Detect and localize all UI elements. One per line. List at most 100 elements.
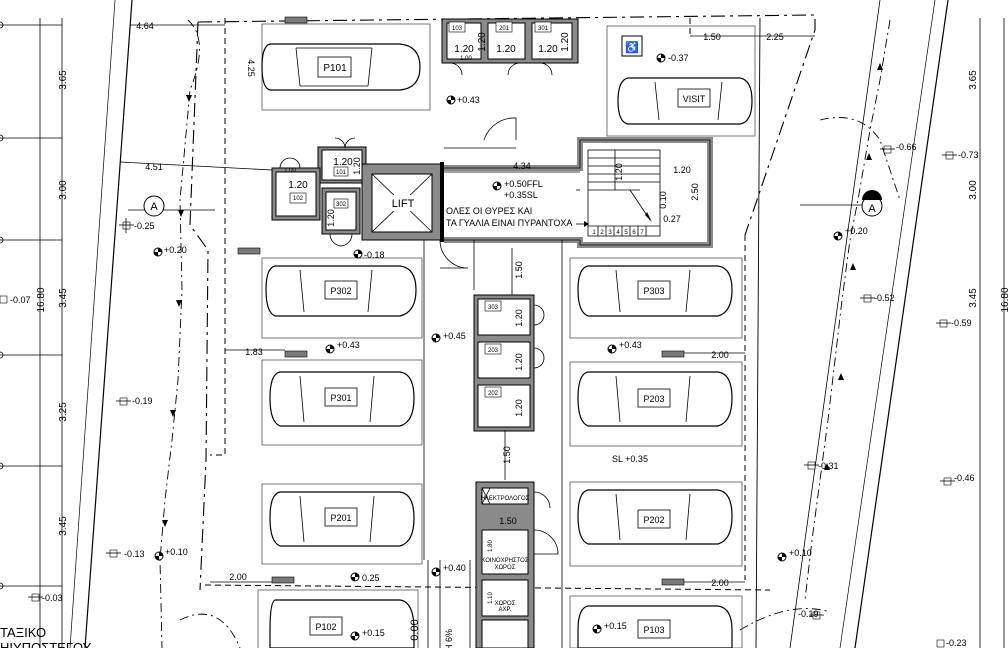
svg-text:-0.19: -0.19 [798, 609, 819, 619]
dim-stair-010: 0.10 [658, 191, 668, 209]
dim-102-w: 1.20 [288, 180, 308, 191]
parking-bay-p301: P301 [261, 359, 423, 446]
svg-text:-0.52: -0.52 [874, 293, 895, 303]
svg-text:-0.23: -0.23 [946, 638, 967, 648]
level-ffl: +0.50FFL [504, 179, 543, 189]
drainage-lines [159, 19, 901, 648]
level-marker: -0.66 [880, 142, 917, 154]
dim-103-h: 1.20 [477, 32, 488, 52]
svg-text:-0.19: -0.19 [132, 396, 153, 406]
svg-text:-0.07: -0.07 [10, 295, 31, 305]
right-dimension-chain: 3.65 3.00 3.45 16.80 [968, 18, 1008, 648]
stair-step-4: 4 [616, 230, 620, 236]
right-dim-2: 3.00 [968, 180, 979, 200]
dim-stair-1: 1.20 [614, 163, 624, 181]
svg-text:+0.43: +0.43 [619, 340, 642, 350]
parking-label-p103: P103 [643, 625, 664, 635]
parking-bay-p202: P202 [569, 481, 743, 567]
dim-150-a: 1.50 [703, 32, 721, 42]
elec-room-label: ΗΛΕΚΤΡΟΛΟΓΟΣ [481, 496, 530, 502]
level-marker: -0.19 [798, 609, 824, 620]
left-dimension-chain: 3.65 3.00 3.45 3.25 3.45 16.80 [0, 18, 69, 648]
level-marker: -0.03 [28, 593, 63, 603]
level-marker: -0.46 [940, 473, 975, 486]
parking-label-visit: VISIT [683, 94, 706, 104]
core-block: LIFT [361, 117, 713, 248]
dim-110: 1.10 [488, 592, 494, 604]
dim-200-a: 2.00 [711, 350, 729, 360]
svg-text:+0.43: +0.43 [457, 95, 480, 105]
level-marker: +0.45 [431, 331, 466, 343]
level-marker: +0.10 [154, 547, 188, 561]
svg-text:-0.37: -0.37 [668, 53, 689, 63]
road-lines [69, 0, 949, 648]
dim-301-h: 1.20 [560, 32, 571, 52]
parking-bay-p102: P102 [257, 589, 419, 648]
storage-201-label: 201 [499, 26, 510, 32]
level-marker: +0.15 [592, 621, 627, 634]
parking-bay-p203: P203 [569, 361, 743, 447]
level-sl-035: SL +0.35 [612, 454, 648, 464]
storage-301-label: 301 [538, 26, 549, 32]
storage-101-label: 101 [336, 170, 347, 176]
stairs: 1 2 3 4 5 6 7 1.20 0.10 1.20 2.50 0.27 [587, 149, 700, 237]
dim-103-door: 1.00 [460, 56, 472, 62]
level-marker-ffl: +0.50FFL +0.35SL [492, 179, 543, 200]
dim-225: 2.25 [766, 32, 784, 42]
dim-000: 0.00 [409, 619, 421, 640]
parking-label-p102: P102 [315, 622, 336, 632]
section-marker-left: A [143, 195, 165, 217]
parking-label-p301: P301 [330, 393, 351, 403]
dim-464: 4.64 [136, 21, 154, 31]
svg-text:-0.31: -0.31 [818, 461, 839, 471]
left-dim-2: 3.00 [58, 180, 69, 200]
dim-451: 4.51 [145, 162, 163, 172]
level-marker: +0.15 [350, 628, 385, 641]
svg-text:-0.13: -0.13 [124, 549, 145, 559]
note-line-2: ΤΑ ΓΥΑΛΙΑ ΕΙΝΑΙ ΠΥΡΑΝΤΟΧΑ [446, 218, 572, 228]
drawing-title: ΤΑΞΙΚΟ ΗΙΥΠΟΣΤΕΓΟΥ [0, 625, 92, 648]
left-dim-4: 3.25 [58, 402, 69, 422]
parking-bay-p101: P101 [261, 23, 431, 111]
title-line-1: ΤΑΞΙΚΟ [0, 625, 46, 640]
left-dim-1: 3.65 [58, 70, 69, 90]
level-marker: -0.52 [860, 293, 895, 303]
storage-303-label: 303 [488, 305, 499, 311]
dim-183: 1.83 [245, 347, 263, 357]
left-dim-3: 3.45 [58, 288, 69, 308]
dim-150-b: 1.50 [514, 261, 524, 279]
parking-bay-p103: P103 [569, 595, 743, 648]
svg-text:-0.59: -0.59 [951, 318, 972, 328]
storage-101-102-block: 101 1.20 1.20 102 1.20 1.00 302 1.20 [271, 137, 367, 247]
central-storage-column: 303 203 202 1.20 1.20 1.20 1.50 1.50 [473, 248, 545, 480]
level-marker: +0.40 [431, 563, 466, 577]
dim-stair-w: 1.20 [673, 165, 691, 175]
dim-101-h: 1.20 [352, 157, 362, 175]
dim-201-w: 1.20 [496, 44, 516, 55]
stair-step-2: 2 [600, 230, 604, 236]
svg-text:-0.03: -0.03 [42, 593, 63, 603]
wheel-stops [237, 16, 685, 586]
storage-202-label: 202 [488, 391, 499, 397]
fire-door-note: ΟΛΕΣ ΟΙ ΘΥΡΕΣ ΚΑΙ ΤΑ ΓΥΑΛΙΑ ΕΙΝΑΙ ΠΥΡΑΝΤ… [446, 189, 589, 228]
left-dim-5: 3.45 [58, 516, 69, 536]
dim-027: 0.27 [663, 214, 681, 224]
dim-302-h: 1.20 [326, 209, 336, 227]
level-marker: +0.10 [777, 548, 812, 562]
parking-bay-visit: ♿ VISIT [606, 25, 756, 137]
svg-text:1.20: 1.20 [514, 399, 524, 417]
dim-101-w: 1.20 [333, 157, 353, 168]
svg-text:A: A [868, 203, 876, 215]
level-marker: -0.37 [656, 53, 689, 63]
parking-bay-p302: P302 [261, 257, 423, 339]
svg-text:-0.66: -0.66 [896, 142, 917, 152]
stair-step-6: 6 [632, 230, 636, 236]
stair-step-3: 3 [608, 230, 612, 236]
svg-text:+0.15: +0.15 [362, 628, 385, 638]
svg-text:A: A [150, 201, 158, 213]
svg-text:+0.45: +0.45 [443, 331, 466, 341]
dim-434: 4.34 [513, 161, 531, 171]
svg-text:+0.20: +0.20 [845, 226, 868, 236]
note-line-1: ΟΛΕΣ ΟΙ ΘΥΡΕΣ ΚΑΙ [446, 206, 532, 216]
